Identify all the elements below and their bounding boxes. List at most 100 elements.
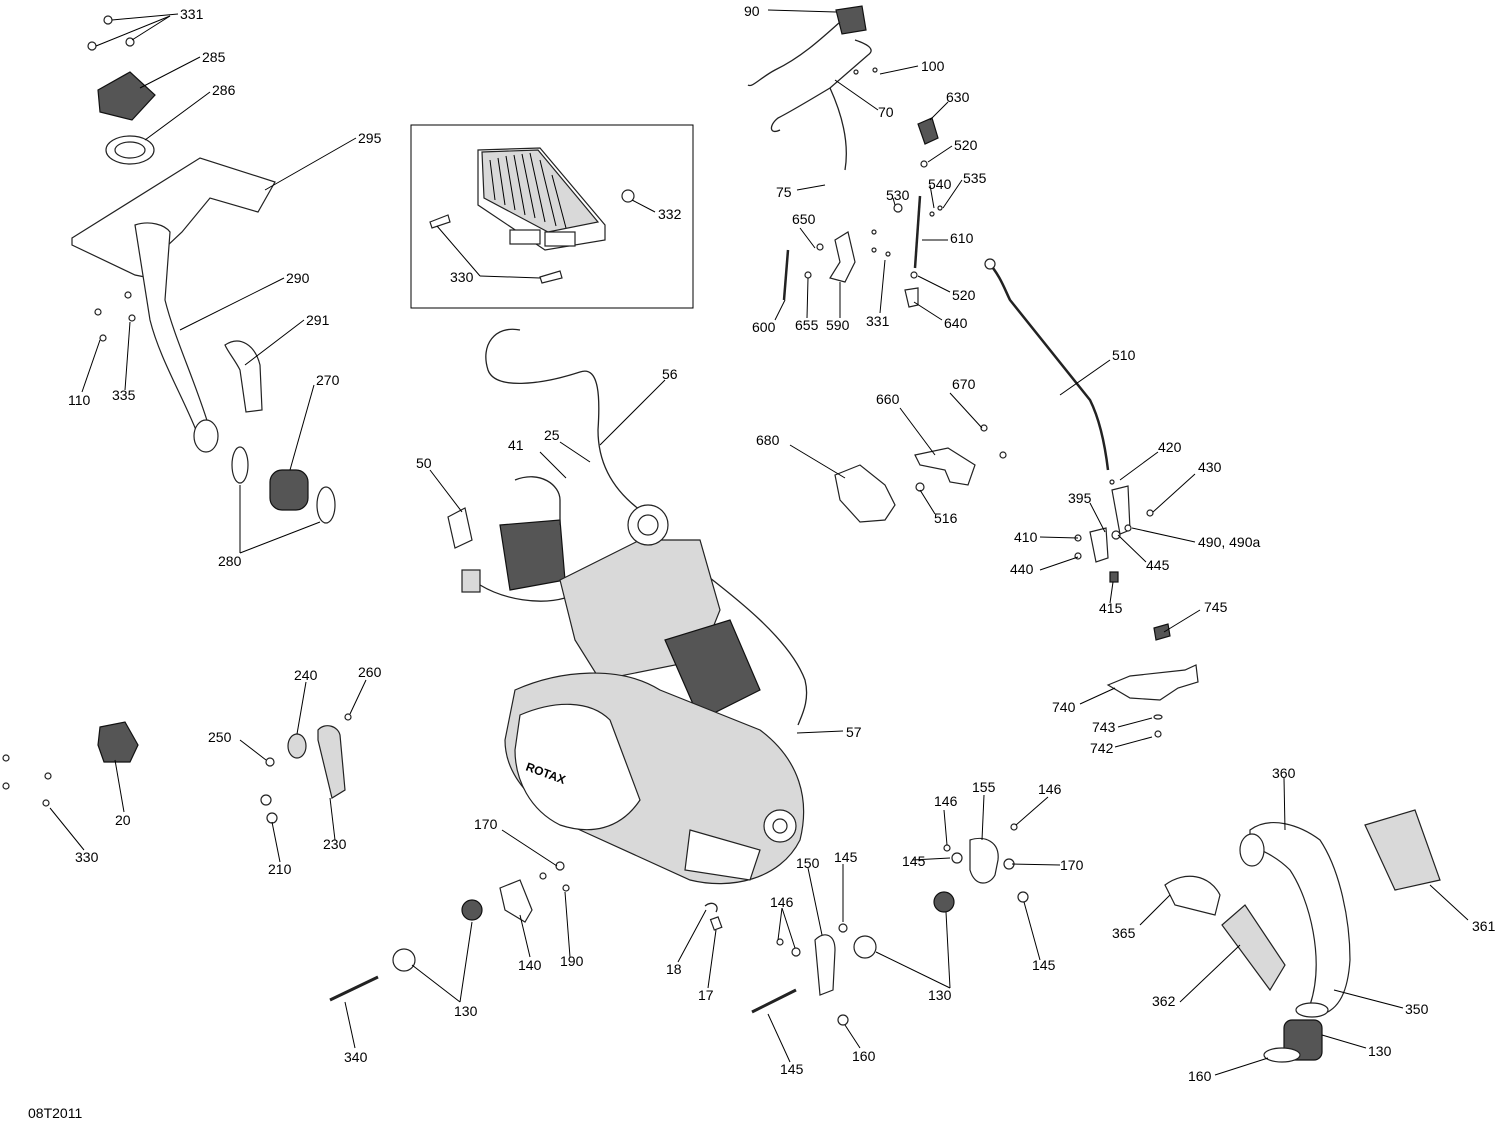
- callout-label: 330: [450, 269, 474, 285]
- callout-label: 280: [218, 553, 242, 569]
- callout-label: 130: [1368, 1043, 1392, 1059]
- engine-assembly: ROTAX: [447, 328, 808, 885]
- callout-label: 230: [323, 836, 347, 852]
- callout-label: 145: [834, 849, 858, 865]
- callout-label: 20: [115, 812, 131, 828]
- callout-label: 395: [1068, 490, 1092, 506]
- callout-label: 670: [952, 376, 976, 392]
- callout-label: 146: [1038, 781, 1062, 797]
- callout-label: 291: [306, 312, 330, 328]
- callout-label: 610: [950, 230, 974, 246]
- callout-label: 150: [796, 855, 820, 871]
- callout-label: 41: [508, 437, 524, 453]
- right-mount-parts: [751, 823, 1029, 1026]
- callout-label: 535: [963, 170, 987, 186]
- callout-label: 90: [744, 3, 760, 19]
- ecm-inset-frame: [410, 124, 694, 309]
- callout-label: 330: [75, 849, 99, 865]
- callout-label: 590: [826, 317, 850, 333]
- callout-label: 70: [878, 104, 894, 120]
- callout-label: 331: [180, 6, 204, 22]
- callout-label: 146: [934, 793, 958, 809]
- callout-label: 520: [954, 137, 978, 153]
- callout-label: 420: [1158, 439, 1182, 455]
- callout-label: 743: [1092, 719, 1116, 735]
- callout-label: 130: [454, 1003, 478, 1019]
- callout-label: 740: [1052, 699, 1076, 715]
- callout-label: 365: [1112, 925, 1136, 941]
- callout-label: 146: [770, 894, 794, 910]
- callout-label: 57: [846, 724, 862, 740]
- callout-label: 680: [756, 432, 780, 448]
- callout-label: 362: [1152, 993, 1176, 1009]
- lower-left-mount-parts: [329, 861, 570, 1002]
- callout-label: 145: [1032, 957, 1056, 973]
- bracket-parts-740-745: [1106, 623, 1199, 738]
- callout-label: 210: [268, 861, 292, 877]
- callout-label: 510: [1112, 347, 1136, 363]
- left-mount-parts: [2, 713, 352, 824]
- callout-label: 516: [934, 510, 958, 526]
- callout-label: 540: [928, 176, 952, 192]
- intake-boot-clamps: [231, 446, 336, 524]
- callout-label: 630: [946, 89, 970, 105]
- callout-label: 742: [1090, 740, 1114, 756]
- throttle-pedal-parts: [747, 5, 943, 308]
- cvt-air-duct-parts: [1164, 809, 1441, 1063]
- callout-label: 340: [344, 1049, 368, 1065]
- callout-label: 170: [474, 816, 498, 832]
- callout-label: 250: [208, 729, 232, 745]
- callout-label: 170: [1060, 857, 1084, 873]
- diagram-id: 08T2011: [28, 1105, 82, 1121]
- callout-label: 332: [658, 206, 682, 222]
- callout-label: 440: [1010, 561, 1034, 577]
- callout-label: 190: [560, 953, 584, 969]
- callout-label: 445: [1146, 557, 1170, 573]
- callout-label: 130: [928, 987, 952, 1003]
- callout-label: 145: [780, 1061, 804, 1077]
- callout-label: 100: [921, 58, 945, 74]
- callout-label: 650: [792, 211, 816, 227]
- callout-label: 25: [544, 427, 560, 443]
- callout-label: 50: [416, 455, 432, 471]
- callout-label: 410: [1014, 529, 1038, 545]
- callout-label: 520: [952, 287, 976, 303]
- callout-label: 600: [752, 319, 776, 335]
- callout-label: 160: [1188, 1068, 1212, 1084]
- small-pins-17-18: [704, 902, 723, 931]
- callout-label: 240: [294, 667, 318, 683]
- callout-label: 160: [852, 1048, 876, 1064]
- callout-label: 140: [518, 957, 542, 973]
- ecm-module: [429, 147, 635, 284]
- callout-label: 415: [1099, 600, 1123, 616]
- callout-label: 335: [112, 387, 136, 403]
- callout-label: 110: [68, 392, 91, 408]
- callout-label: 660: [876, 391, 900, 407]
- callout-label: 295: [358, 130, 382, 146]
- linkage-rod-parts: [984, 258, 1154, 583]
- callout-label: 17: [698, 987, 714, 1003]
- callout-label: 56: [662, 366, 678, 382]
- callout-labels: 331 285 286 295 290 291 270 110 335 280 332 330 90 10…: [68, 3, 1496, 1084]
- callout-label: 331: [866, 313, 890, 329]
- intake-cap-parts: [87, 15, 156, 165]
- callout-label: 360: [1272, 765, 1296, 781]
- bracket-parts-660-680: [834, 424, 1007, 523]
- callout-label: 350: [1405, 1001, 1429, 1017]
- callout-label: 745: [1204, 599, 1228, 615]
- callout-label: 18: [666, 961, 682, 977]
- callout-label: 490, 490a: [1198, 534, 1260, 550]
- callout-label: 361: [1472, 918, 1496, 934]
- callout-label: 260: [358, 664, 382, 680]
- leader-lines: [49, 9, 1469, 1076]
- callout-label: 290: [286, 270, 310, 286]
- callout-label: 75: [776, 184, 792, 200]
- callout-label: 285: [202, 49, 226, 65]
- callout-label: 270: [316, 372, 340, 388]
- callout-label: 286: [212, 82, 236, 98]
- intake-bracket-and-duct: [71, 157, 276, 453]
- fasteners-110-335: [94, 291, 136, 342]
- callout-label: 145: [902, 853, 926, 869]
- callout-label: 430: [1198, 459, 1222, 475]
